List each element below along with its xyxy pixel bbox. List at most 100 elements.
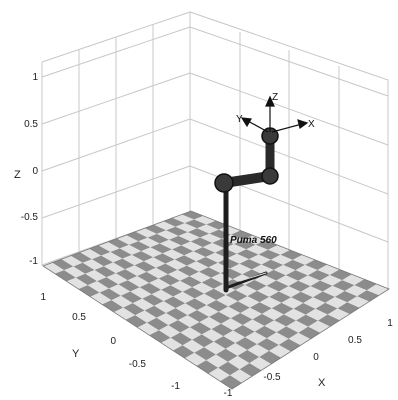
floor-square <box>75 273 98 286</box>
floor-square <box>296 314 318 327</box>
floor-square <box>197 305 219 317</box>
floor-square <box>315 302 338 315</box>
floor-square <box>102 300 124 313</box>
floor-square <box>153 253 175 264</box>
floor-square <box>119 244 142 255</box>
floor-square <box>206 300 229 312</box>
floor-square <box>144 305 167 318</box>
floor-square <box>126 231 148 242</box>
puma-560-robot-arm <box>214 127 279 293</box>
floor-square <box>202 242 225 253</box>
floor-square <box>245 331 267 345</box>
floor-square <box>125 315 147 328</box>
floor-square <box>194 293 217 306</box>
floor-square <box>146 267 168 279</box>
floor-square <box>182 287 205 299</box>
floor-square <box>192 334 214 348</box>
floor-square <box>118 280 140 292</box>
x-axis-ticks: -1 -0.5 0 0.5 1 <box>224 318 394 399</box>
floor-square <box>66 277 88 290</box>
floor-square <box>295 264 318 276</box>
floor-square <box>94 266 116 278</box>
floor-square <box>113 258 135 270</box>
floor-square <box>211 323 234 337</box>
floor-square <box>224 244 247 254</box>
floor-square <box>163 296 186 309</box>
floor-square <box>61 255 83 267</box>
floor-square <box>303 297 326 309</box>
floor-square <box>162 249 185 260</box>
floor-square <box>231 230 253 240</box>
floor-square <box>249 254 271 265</box>
floor-square <box>206 220 229 230</box>
floor-square <box>196 257 218 268</box>
floor-square <box>154 301 176 313</box>
floor-square <box>271 302 294 315</box>
y-tick-label: 1 <box>40 292 46 303</box>
floor-square <box>139 282 162 295</box>
floor-square <box>163 217 185 227</box>
floor-square <box>175 223 198 233</box>
floor-square <box>269 291 292 303</box>
floor-square <box>280 250 303 260</box>
floor-square <box>344 285 367 297</box>
floor-square <box>257 285 279 297</box>
floor-square <box>242 319 265 332</box>
floor-square <box>237 296 260 308</box>
floor-square <box>185 298 207 311</box>
floor-square <box>305 259 328 270</box>
floor-square <box>208 367 230 382</box>
floor-square <box>173 291 195 304</box>
floor-square <box>251 264 274 275</box>
floor-square <box>235 285 258 297</box>
floor-square <box>259 296 282 309</box>
robot-shoulder-joint <box>214 173 234 193</box>
floor-square <box>201 329 224 342</box>
floor-square <box>225 343 248 356</box>
floor-square <box>101 252 123 263</box>
x-tick-label: -0.5 <box>263 372 281 383</box>
y-axis-ticks: 1 0.5 0 -0.5 -1 <box>40 292 180 392</box>
floor-square <box>178 232 201 242</box>
floor-square <box>276 326 299 339</box>
floor-square <box>184 251 206 262</box>
floor-square <box>43 262 65 274</box>
floor-square <box>332 280 355 291</box>
floor-square <box>166 308 188 321</box>
floor-square <box>268 245 290 255</box>
floor-square <box>239 363 262 377</box>
back-wall-right-grid <box>189 11 389 291</box>
y-tick-label: -0.5 <box>129 359 147 370</box>
floor-square <box>209 311 231 324</box>
floor-square <box>52 259 74 271</box>
floor-square <box>170 280 193 292</box>
x-tick-label: 1 <box>387 318 393 329</box>
floor-square <box>147 233 170 244</box>
floor-square <box>247 290 270 303</box>
floor-square <box>236 249 259 260</box>
floor-square <box>213 336 236 349</box>
floor-square <box>252 313 275 326</box>
floor-outline <box>42 210 390 390</box>
floor-square <box>206 354 228 368</box>
floor-square <box>273 264 296 276</box>
floor-square <box>227 253 250 264</box>
floor-square <box>245 280 267 291</box>
floor-square <box>230 369 252 383</box>
floor-square <box>161 337 183 351</box>
floor-square <box>156 230 179 240</box>
floor-square <box>250 302 272 314</box>
frame-y-arrowhead <box>240 117 252 128</box>
floor-square <box>142 294 164 306</box>
floor-square <box>186 261 209 272</box>
frame-x-arrowhead <box>297 119 309 130</box>
floor-square <box>141 247 163 258</box>
floor-square <box>172 214 195 224</box>
floor-square <box>261 259 284 270</box>
floor-square <box>342 274 365 286</box>
floor-square <box>254 325 277 339</box>
floor-square <box>194 347 216 361</box>
floor-square <box>192 282 214 294</box>
floor-square <box>190 237 213 248</box>
